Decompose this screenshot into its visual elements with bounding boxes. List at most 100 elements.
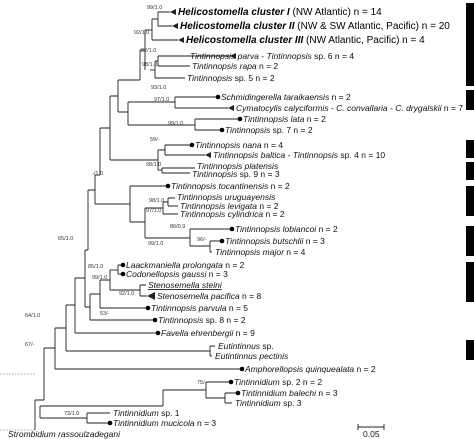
support-value: 99/1.0 [92, 275, 107, 281]
taxon-label: Tintinnopsis uruguayensis [177, 192, 276, 202]
node-markers [107, 94, 245, 426]
support-value: 67/- [25, 342, 35, 348]
taxon-label: Tintinnidium sp. 2 n = 2 [234, 377, 322, 387]
support-value: 73/1.0 [64, 411, 79, 417]
taxon-label: Eutintinnus pectinis [215, 351, 289, 361]
taxon-label: Stenosemella pacifica n = 8 [157, 291, 261, 301]
support-value: 93/1.0 [151, 85, 166, 91]
tree-branches [0, 11, 242, 431]
support-value: 59/- [150, 137, 160, 143]
node-dot [152, 317, 158, 323]
clade-triangle [205, 152, 211, 158]
support-value: 64/1.0 [25, 313, 40, 319]
clade-triangle [172, 23, 178, 29]
clade-bar [466, 162, 474, 180]
support-value: 99/1.0 [148, 241, 163, 247]
taxon-label: Stenosemella steini [148, 280, 223, 290]
taxon-label: Codonellopsis gaussi n = 3 [126, 269, 228, 279]
scale-bar-label: 0.05 [363, 429, 380, 439]
clade-bars [466, 3, 474, 360]
taxon-label: Tintinnopsis lata n = 2 [243, 114, 326, 124]
clade-bar [466, 140, 474, 158]
clade-bar [466, 226, 474, 256]
taxon-label: Cymatocylis calyciformis - C. convallari… [236, 103, 463, 113]
support-value: 86/0.9 [170, 224, 185, 230]
taxon-label: Tintinnopsis parva - Tintinnopsis sp. 6 … [190, 51, 354, 61]
node-dot [228, 379, 234, 385]
support-values: 99/1.0 92/1.0 82/1.0 98/1.0 93/1.0 97/1.… [25, 5, 207, 417]
taxon-label: Tintinnopsis cylindrica n = 2 [180, 209, 285, 219]
support-value: 97/1.0 [154, 97, 169, 103]
taxon-label: Favella ehrenbergii n = 9 [161, 328, 255, 338]
support-value: 82/1.0 [141, 48, 156, 54]
node-dot [235, 390, 241, 396]
clade-triangle [147, 292, 155, 300]
support-value: 65/1.0 [58, 236, 73, 242]
clade-bar [466, 90, 474, 110]
node-dot [165, 183, 171, 189]
clade-triangle [230, 53, 236, 59]
support-value: 98/1.0 [146, 162, 161, 168]
support-value: 97/1.0 [146, 208, 161, 214]
support-value: 92/1.0 [134, 30, 149, 36]
taxon-label: Tintinnopsis levigata n = 2 [180, 201, 279, 211]
taxon-label: Laackmaniella prolongata n = 2 [126, 260, 245, 270]
clade-triangle [170, 9, 176, 15]
support-value: 85/1.0 [88, 264, 103, 270]
node-dot [107, 420, 113, 426]
node-dot [215, 94, 221, 100]
scale-bar: 0.05 [357, 424, 385, 439]
clade-bar [466, 262, 474, 302]
node-dot [155, 330, 161, 336]
support-value: 96/- [197, 237, 207, 243]
node-dot [237, 116, 243, 122]
support-value: 99/1.0 [147, 5, 162, 11]
taxon-label: Amphorellopsis quinquealata n = 2 [244, 364, 376, 374]
taxon-label: Tintinnopsis sp. 9 n = 3 [192, 169, 280, 179]
taxon-label: Tintinnopsis platensis [197, 161, 279, 171]
node-dot [120, 262, 126, 268]
taxon-label: Tintinnopsis tocantinensis n = 2 [171, 181, 290, 191]
node-dot [145, 305, 151, 311]
taxon-label: Schmidingerella taraikaensis n = 2 [221, 92, 351, 102]
clade-bar [466, 340, 474, 360]
taxon-label: Tintinnopsis parvula n = 5 [151, 303, 248, 313]
node-dot [219, 127, 225, 133]
support-value: 92/1.0 [119, 291, 134, 297]
taxon-label: Tintinnopsis baltica - Tintinnopsis sp. … [213, 150, 385, 160]
taxon-label: Eutintinnus sp. [218, 341, 274, 351]
collapsed-clades [147, 9, 236, 300]
node-dot [120, 271, 126, 277]
taxon-label: Tintinnopsis sp. 7 n = 2 [225, 125, 313, 135]
helicostomella-cluster-1-label: Helicostomella cluster I (NW Atlantic) n… [178, 7, 382, 18]
taxon-label: Tintinnopsis rapa n = 2 [192, 61, 278, 71]
clade-bar [466, 186, 474, 216]
support-value: -/1.0 [92, 171, 103, 177]
taxon-label: Tintinnidium sp. 3 [235, 398, 302, 408]
clade-bar [466, 3, 474, 86]
taxon-label: Tintinnopsis sp. 5 n = 2 [187, 73, 275, 83]
support-value: 99/1.0 [168, 121, 183, 127]
taxon-label: Tintinnopsis butschlii n = 3 [225, 236, 325, 246]
clade-triangle [178, 37, 184, 43]
taxon-label: Tintinnopsis lobiancoi n = 2 [235, 224, 338, 234]
taxon-label: Tintinnidium sp. 1 [113, 408, 180, 418]
support-value: 98/1.0 [149, 198, 164, 204]
outgroup-label: Strombidium rassoulzadegani [8, 429, 121, 439]
node-dot [189, 142, 195, 148]
support-value: 53/- [100, 311, 110, 317]
support-value: 75/- [197, 380, 207, 386]
helicostomella-cluster-2-label: Helicostomella cluster II (NW & SW Atlan… [180, 21, 450, 32]
tip-labels: Helicostomella cluster I (NW Atlantic) n… [8, 7, 463, 439]
clade-triangle [228, 105, 234, 111]
helicostomella-cluster-3-label: Helicostomella cluster III (NW Atlantic,… [186, 35, 425, 46]
node-dot [239, 366, 245, 372]
taxon-label: Tintinnopsis nana n = 4 [195, 140, 283, 150]
taxon-label: Tintinnopsis sp. 8 n = 2 [158, 315, 246, 325]
taxon-label: Tintinnopsis major n = 4 [215, 247, 306, 257]
taxon-label: Tintinnidium mucicola n = 3 [113, 418, 216, 428]
node-dot [229, 226, 235, 232]
support-value: 98/1.0 [142, 62, 157, 68]
